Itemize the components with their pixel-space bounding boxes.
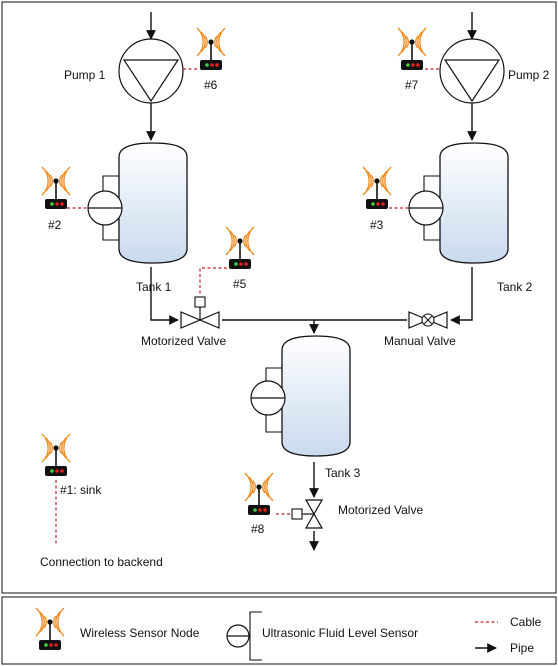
sensor-node-8-label: #8: [251, 522, 265, 536]
level-sensor-tank1: [87, 175, 123, 241]
pipe-network: [146, 12, 477, 551]
wireless-node-icon: [397, 27, 427, 71]
motorized-valve-bottom: Motorized Valve: [291, 499, 423, 529]
pump-2: Pump 2: [439, 38, 550, 104]
level-sensor-tank3: [250, 367, 286, 433]
sensor-node-2-label: #2: [48, 218, 62, 232]
backend-connection-label: Connection to backend: [40, 555, 163, 569]
tank-2-label: Tank 2: [497, 280, 533, 294]
legend-cable-label: Cable: [510, 615, 542, 629]
legend-pipe-label: Pipe: [510, 641, 534, 655]
tank-1-label: Tank 1: [136, 280, 172, 294]
pump-1-label: Pump 1: [64, 68, 106, 82]
wireless-node-icon: [41, 166, 71, 210]
motorized-valve-bottom-label: Motorized Valve: [338, 503, 423, 517]
sensor-node-7: #7: [397, 27, 427, 92]
pump-2-triangle: [443, 59, 501, 103]
cables: [55, 68, 440, 545]
tank-3: Tank 3: [281, 335, 361, 480]
sensor-node-6: #6: [196, 27, 226, 92]
wireless-node-icon: [225, 226, 255, 270]
motorized-valve-top: Motorized Valve: [141, 296, 226, 348]
wireless-node-icon: [362, 166, 392, 210]
tank2-outlet-pipe: [450, 267, 473, 325]
tank1-outlet-pipe: [150, 267, 179, 325]
valve-actuator-icon: [291, 508, 303, 520]
sensor-node-2: #2: [41, 166, 71, 232]
wireless-node-icon: [41, 433, 71, 477]
valve-actuator-icon: [194, 296, 206, 308]
sensor-node-6-label: #6: [204, 78, 218, 92]
sensor-node-8: #8: [244, 472, 274, 536]
sensor-node-7-label: #7: [405, 78, 419, 92]
manual-valve-label: Manual Valve: [384, 334, 456, 348]
legend-level-sensor: [226, 611, 262, 661]
wireless-node-icon: [244, 472, 274, 516]
tank-2: Tank 2: [439, 142, 533, 294]
sensor-node-5-label: #5: [233, 277, 247, 291]
tank-3-label: Tank 3: [325, 466, 361, 480]
legend-wireless-node-label: Wireless Sensor Node: [80, 626, 200, 640]
sensor-node-5: #5: [225, 226, 255, 291]
sensor-node-3-label: #3: [370, 218, 384, 232]
pump-1: Pump 1: [64, 38, 184, 104]
wireless-node-icon: [196, 27, 226, 71]
motorized-valve-top-label: Motorized Valve: [141, 334, 226, 348]
wireless-node-icon: [35, 607, 65, 651]
cable-valve-top: [199, 267, 227, 297]
pump-2-label: Pump 2: [508, 68, 550, 82]
legend: Wireless Sensor Node Ultrasonic Fluid Le…: [35, 607, 542, 661]
pump-2-body: [439, 38, 505, 104]
pump-1-triangle: [122, 59, 180, 103]
sensor-node-1-label: #1: sink: [60, 483, 102, 497]
legend-level-sensor-label: Ultrasonic Fluid Level Sensor: [262, 626, 418, 640]
tank-1: Tank 1: [118, 142, 188, 294]
pump-1-body: [118, 38, 184, 104]
sensor-node-3: #3: [362, 166, 392, 232]
level-sensor-tank2: [408, 175, 444, 241]
diagram-frame: [1, 1, 557, 594]
sensor-node-1-sink: #1: sink: [41, 433, 102, 497]
manual-valve: Manual Valve: [384, 311, 456, 348]
legend-frame: [1, 596, 557, 665]
